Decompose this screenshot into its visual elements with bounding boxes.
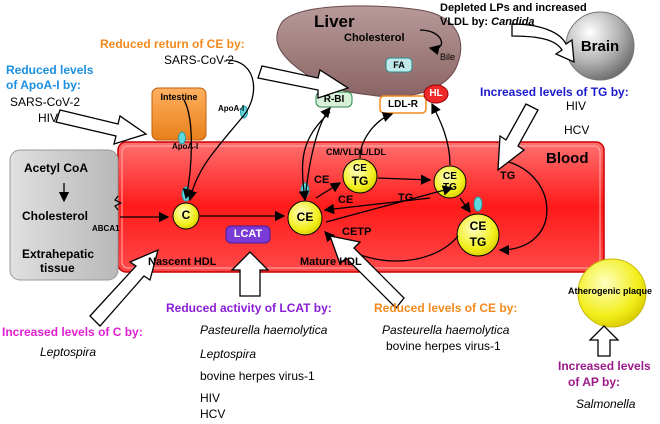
large-particle-tg: TG — [469, 235, 487, 249]
reduced-ce-heading: Reduced levels of CE by: — [374, 301, 518, 315]
reduced-lcat-italic-1: Leptospira — [200, 347, 257, 361]
mid-particle-tg: TG — [443, 182, 457, 193]
mid-particle-ce: CE — [443, 171, 457, 182]
arrow-tg-label-2: TG — [500, 170, 516, 182]
reduced-ce-italic-0: Pasteurella haemolytica — [382, 323, 510, 337]
reduced-lcat-item-2: HCV — [200, 407, 226, 421]
acetyl-coa-label: Acetyl CoA — [24, 161, 89, 175]
reduced-ce-item-0: bovine herpes virus-1 — [386, 339, 501, 353]
nascent-c-label: C — [181, 208, 191, 222]
cm-particle-ce: CE — [353, 163, 367, 174]
rbi-label: R-BI — [323, 94, 345, 105]
brain-label: Brain — [580, 38, 620, 55]
arrow-ce-label-1: CE — [314, 174, 330, 186]
intestine-apoa1-bottom: ApoA-I — [172, 142, 199, 151]
increased-ap-heading-2: of AP by: — [568, 375, 621, 389]
large-particle-ce: CE — [469, 219, 487, 233]
increased-ap-item-0: Salmonella — [576, 397, 636, 411]
tissue-cholesterol-label: Cholesterol — [22, 209, 89, 223]
intestine-label: Intestine — [160, 92, 198, 102]
hollow-arrow-increased-tg — [497, 103, 539, 172]
reduced-apoa1-item-0: SARS-CoV-2 — [10, 95, 81, 109]
increased-tg-heading: Increased levels of TG by: — [480, 85, 629, 99]
ce-tg-particle-large — [456, 213, 500, 257]
reduced-lcat-item-1: HIV — [200, 391, 221, 405]
reduced-apoa1-heading-2: of ApoA-I by: — [6, 78, 81, 92]
arrow-ce-label-2: CE — [338, 194, 354, 206]
mature-ce-label: CE — [296, 210, 314, 224]
liver-label: Liver — [314, 12, 355, 31]
cm-vldl-ldl-particle — [342, 158, 378, 194]
hollow-arrow-brain — [511, 23, 575, 64]
nascent-hdl-particle — [172, 202, 200, 230]
extrahepatic-tissue-box — [9, 149, 119, 281]
lcat-label: LCAT — [233, 228, 263, 240]
reduced-apoa1-heading-1: Reduced levels — [6, 63, 94, 77]
hollow-arrow-lcat — [230, 251, 270, 297]
blood-label: Blood — [546, 150, 589, 167]
bile-label: Bile — [440, 52, 456, 62]
hollow-arrow-apoa1 — [55, 109, 148, 145]
increased-tg-item-0: HIV — [566, 99, 587, 113]
brain-note-prefix: VLDL by: — [440, 16, 492, 28]
brain-note-pathogen: Candida — [491, 16, 535, 28]
ldlr-box — [379, 95, 427, 114]
extrahepatic-line1: Extrahepatic — [22, 247, 95, 261]
hollow-arrow-reduced-return — [257, 65, 350, 99]
extrahepatic-line2: tissue — [40, 261, 75, 275]
increased-c-item-0: Leptospira — [40, 345, 97, 359]
atherogenic-plaque-label: Atherogenic plaque — [567, 286, 652, 296]
mature-hdl-label: Mature HDL — [300, 256, 362, 268]
increased-tg-item-1: HCV — [564, 123, 590, 137]
reduced-apoa1-item-1: HIV — [38, 111, 59, 125]
abca1-label: ABCA1 — [92, 224, 120, 233]
ldlr-label: LDL-R — [388, 99, 418, 110]
nascent-hdl-label: Nascent HDL — [148, 256, 217, 268]
increased-c-heading: Increased levels of C by: — [2, 325, 143, 339]
reduced-lcat-item-0: bovine herpes virus-1 — [200, 369, 315, 383]
cm-vldl-ldl-label: CM/VLDL/LDL — [326, 147, 386, 157]
hollow-arrow-reduced-ce — [329, 235, 405, 309]
reduced-lcat-heading: Reduced activity of LCAT by: — [166, 301, 332, 315]
reduced-return-ce-item-0: SARS-CoV-2 — [164, 53, 235, 67]
cm-particle-tg: TG — [351, 174, 369, 188]
arrow-tg-label-1: TG — [398, 192, 414, 204]
lcat-box — [225, 225, 271, 244]
intestine-apoa1-top: ApoA-I — [218, 104, 245, 113]
fa-box — [385, 57, 413, 73]
fa-label: FA — [393, 60, 405, 70]
cetp-label: CETP — [342, 226, 372, 238]
reduced-lcat-italic-0: Pasteurella haemolytica — [200, 323, 328, 337]
hl-label: HL — [429, 88, 443, 99]
atherogenic-plaque-circle — [577, 258, 647, 328]
hollow-arrow-increased-c — [89, 248, 159, 327]
reduced-return-ce-heading: Reduced return of CE by: — [100, 37, 245, 51]
brain-note-line1: Depleted LPs and increased — [440, 2, 587, 14]
liver-cholesterol: Cholesterol — [344, 32, 405, 44]
increased-ap-heading-1: Increased levels — [558, 359, 651, 373]
brain-note-line2: VLDL by: Candida — [440, 16, 535, 29]
hollow-arrow-ap — [588, 325, 620, 357]
